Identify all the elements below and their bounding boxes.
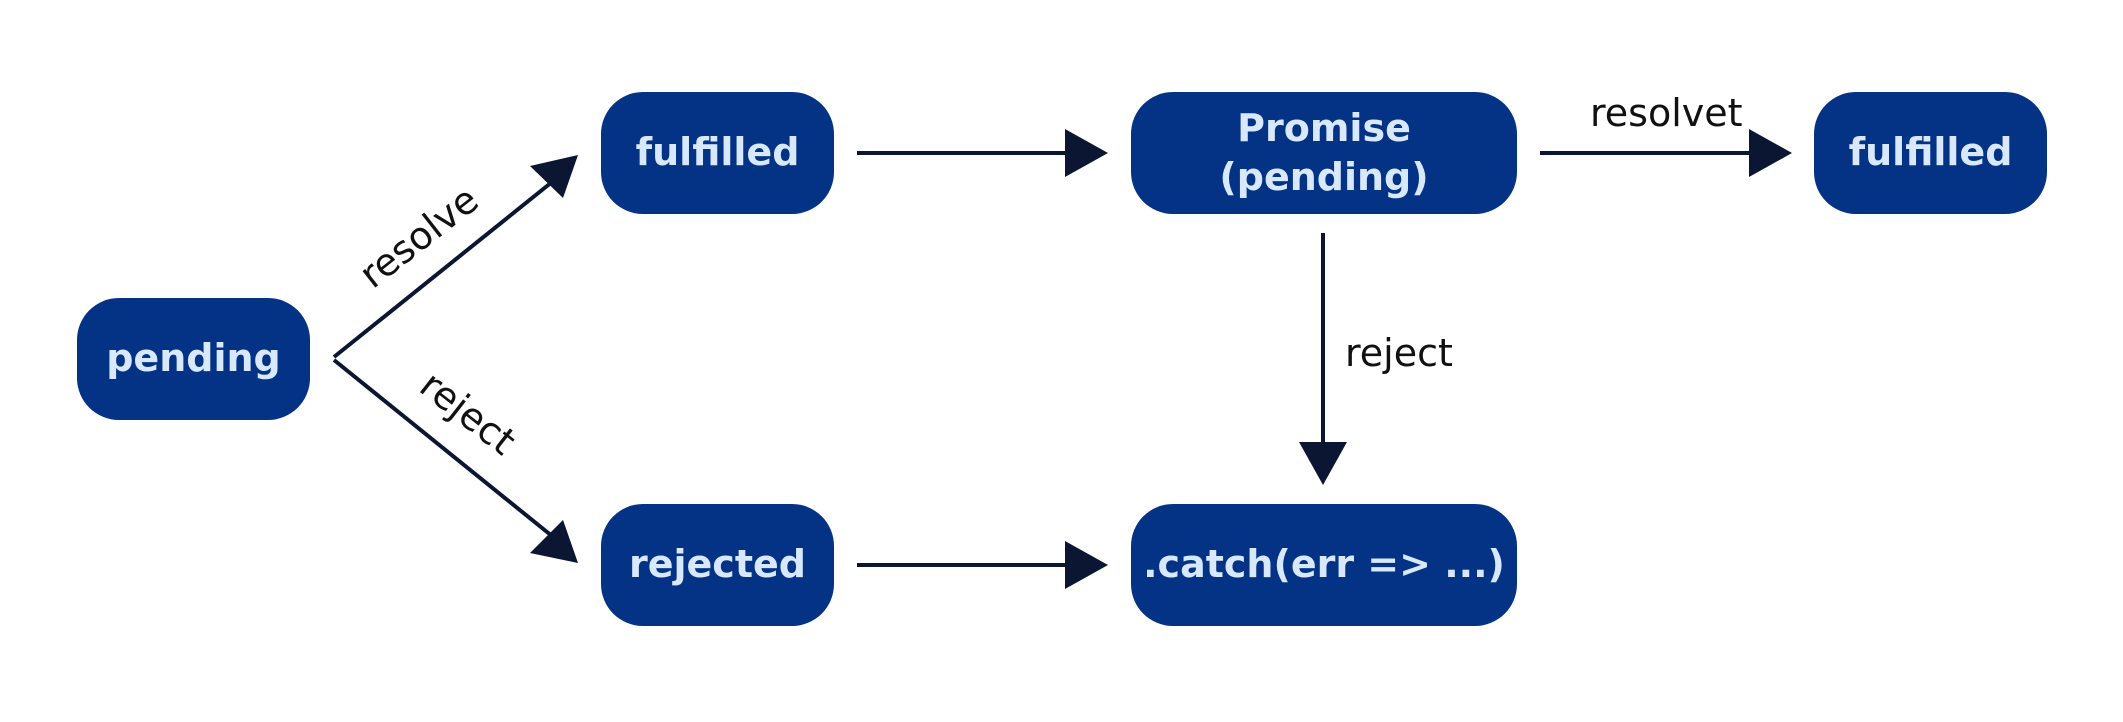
node-rejected: rejected (601, 504, 834, 626)
node-catch-label: .catch(err => ...) (1143, 542, 1505, 587)
edge-pending-to-fulfilled-arrowhead (530, 155, 578, 198)
edge-promise-to-fulfilled-arrowhead (1749, 129, 1792, 177)
node-pending: pending (77, 298, 310, 420)
node-fulfilled-first-label: fulfilled (635, 130, 800, 175)
edge-label-resolvet: resolvet (1590, 91, 1743, 135)
edge-promise-to-catch-arrowhead (1299, 442, 1347, 485)
edge-pending-to-fulfilled (332, 180, 554, 359)
node-promise-line1: Promise (1237, 105, 1411, 150)
node-fulfilled-second: fulfilled (1814, 92, 2047, 214)
node-pending-label: pending (106, 336, 281, 381)
node-fulfilled-first: fulfilled (601, 92, 834, 214)
edge-pending-to-rejected (332, 358, 554, 538)
edge-pending-to-rejected-arrowhead (530, 520, 578, 563)
node-fulfilled-second-label: fulfilled (1848, 130, 2013, 175)
node-promise-line2: (pending) (1219, 155, 1429, 199)
edge-label-reject-promise: reject (1345, 331, 1453, 375)
edge-fulfilled-to-promise-arrowhead (1065, 129, 1108, 177)
edge-rejected-to-catch-arrowhead (1065, 541, 1108, 589)
node-promise-pending: Promise (pending) (1131, 92, 1517, 214)
node-catch: .catch(err => ...) (1131, 504, 1517, 626)
node-rejected-label: rejected (629, 542, 806, 587)
